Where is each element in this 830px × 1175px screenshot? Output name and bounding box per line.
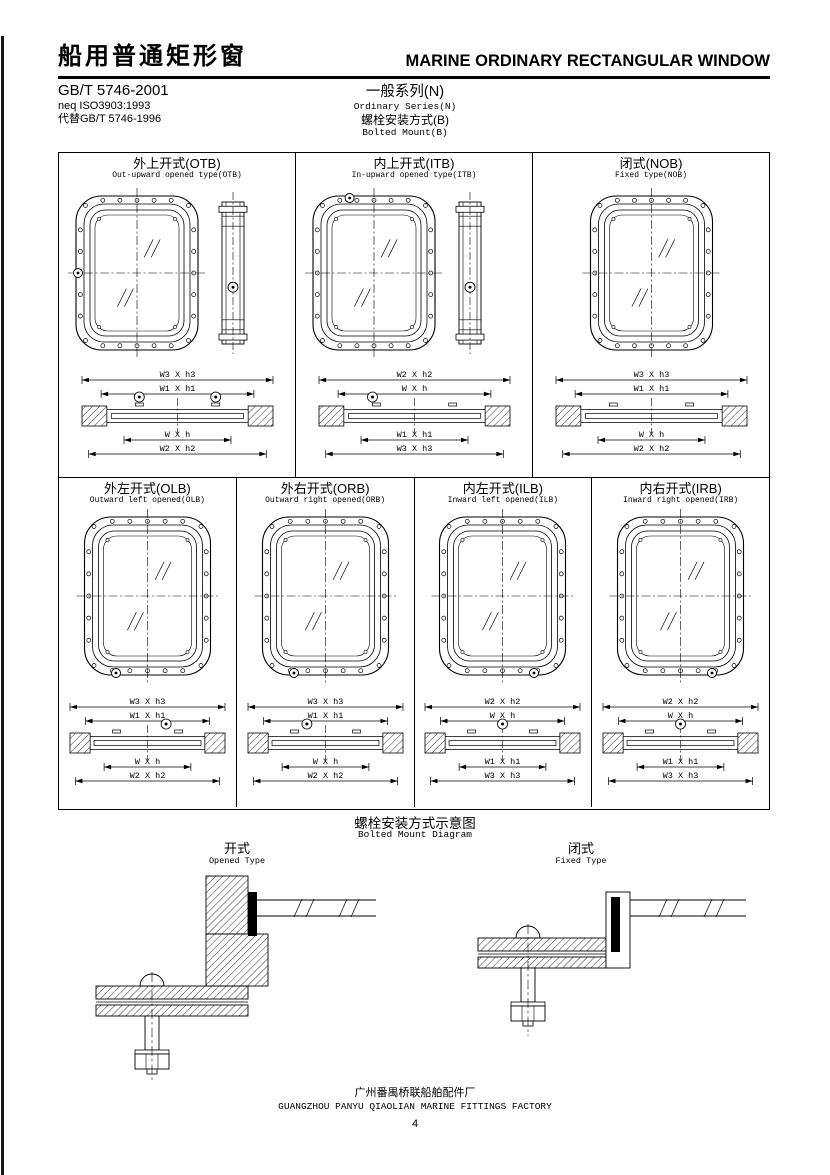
panel-title-zh: 闭式(NOB) [619, 156, 683, 171]
svg-text:W1 X h1: W1 X h1 [130, 711, 166, 721]
svg-text:W3 X h3: W3 X h3 [663, 771, 699, 781]
panel-title-en: Inward right opened(IRB) [623, 496, 739, 505]
svg-text:W3 X h3: W3 X h3 [130, 697, 166, 707]
svg-text:W1 X h1: W1 X h1 [485, 757, 521, 767]
window-drawing-ilb: W2 X h2 W X h W1 X h1 W3 X h3 [424, 509, 581, 785]
panel-title-zh: 外右开式(ORB) [280, 481, 370, 496]
svg-text:W3 X h3: W3 X h3 [307, 697, 343, 707]
standard-equivalence: neq ISO3903:1993 [58, 99, 151, 112]
panel-otb: 外上开式(OTB) Out-upward opened type(OTB) W3… [59, 153, 296, 477]
svg-text:W X h: W X h [490, 711, 516, 721]
svg-text:W3 X h3: W3 X h3 [485, 771, 521, 781]
svg-text:W1 X h1: W1 X h1 [159, 384, 195, 394]
svg-text:W2 X h2: W2 X h2 [307, 771, 343, 781]
standard-replaces: 代替GB/T 5746-1996 [58, 112, 162, 125]
svg-text:W X h: W X h [668, 711, 694, 721]
panel-title-en: Fixed type(NOB) [614, 171, 687, 180]
svg-text:W2 X h2: W2 X h2 [159, 444, 195, 454]
svg-text:W3 X h3: W3 X h3 [159, 370, 195, 380]
svg-text:W1 X h1: W1 X h1 [633, 384, 669, 394]
page-title-zh: 船用普通矩形窗 [58, 43, 247, 70]
series-block: 一般系列(N) Ordinary Series(N) 螺栓安装方式(B) Bol… [295, 84, 515, 139]
mount-label-opened-en: Opened Type [208, 855, 266, 866]
page-number: 4 [411, 1117, 419, 1130]
window-drawing-irb: W2 X h2 W X h W1 X h1 W3 X h3 [602, 509, 759, 785]
panel-orb: 外右开式(ORB) Outward right opened(ORB) W3 X… [237, 478, 415, 807]
window-types-row-1: 外上开式(OTB) Out-upward opened type(OTB) W3… [59, 153, 769, 478]
footer-factory-en: GUANGZHOU PANYU QIAOLIAN MARINE FITTINGS… [278, 1100, 552, 1112]
panel-title-zh: 内右开式(IRB) [639, 481, 722, 496]
scan-edge-artifact [1, 36, 4, 1175]
mount-label-fixed-en: Fixed Type [555, 855, 607, 866]
panel-irb: 内右开式(IRB) Inward right opened(IRB) W2 X … [592, 478, 769, 807]
panel-nob: 闭式(NOB) Fixed type(NOB) W3 X h3 W1 X h1 W … [533, 153, 769, 477]
svg-text:W2 X h2: W2 X h2 [130, 771, 166, 781]
series-name-zh: 一般系列(N) [365, 84, 445, 100]
svg-text:W1 X h1: W1 X h1 [396, 430, 432, 440]
series-name-en: Ordinary Series(N) [353, 101, 457, 113]
panel-title-zh: 外左开式(OLB) [104, 481, 191, 496]
mount-label-opened-zh: 开式 [223, 841, 250, 856]
window-types-table: 外上开式(OTB) Out-upward opened type(OTB) W3… [58, 152, 770, 810]
svg-text:W3 X h3: W3 X h3 [396, 444, 432, 454]
standard-block: GB/T 5746-2001 neq ISO3903:1993 代替GB/T 5… [58, 82, 169, 126]
panel-title-en: Inward left opened(ILB) [447, 496, 559, 505]
panel-title-zh: 内上开式(ITB) [373, 156, 455, 171]
svg-text:W X h: W X h [401, 384, 427, 394]
panel-title-zh: 内左开式(ILB) [462, 481, 543, 496]
svg-text:W2 X h2: W2 X h2 [633, 444, 669, 454]
svg-text:W2 X h2: W2 X h2 [663, 697, 699, 707]
panel-ilb: 内左开式(ILB) Inward left opened(ILB) W2 X h… [415, 478, 593, 807]
svg-text:W3 X h3: W3 X h3 [633, 370, 669, 380]
panel-title-en: Out-upward opened type(OTB) [112, 171, 242, 180]
mount-diagram-title-zh: 螺栓安装方式示意图 [354, 816, 476, 831]
footer-factory-zh: 广州番禺桥联船舶配件厂 [354, 1087, 476, 1099]
svg-text:W X h: W X h [164, 430, 190, 440]
svg-text:W X h: W X h [312, 757, 338, 767]
standard-code: GB/T 5746-2001 [58, 82, 169, 99]
mount-label-fixed-zh: 闭式 [567, 841, 594, 856]
svg-text:W X h: W X h [135, 757, 161, 767]
svg-text:W2 X h2: W2 X h2 [485, 697, 521, 707]
panel-olb: 外左开式(OLB) Outward left opened(OLB) W3 X … [59, 478, 237, 807]
panel-title-en: Outward right opened(ORB) [265, 496, 386, 505]
panel-title-zh: 外上开式(OTB) [133, 156, 221, 171]
window-drawing-otb: W3 X h3 W1 X h1 W X h W2 X h2 [67, 188, 273, 458]
window-drawing-nob: W3 X h3 W1 X h1 W X h W2 X h2 [555, 188, 747, 458]
mount-label-fixed: 闭式 Fixed Type [516, 841, 646, 867]
svg-text:W2 X h2: W2 X h2 [396, 370, 432, 380]
panel-title-en: In-upward opened type(ITB) [351, 171, 477, 180]
mount-type-en: Bolted Mount(B) [362, 127, 448, 139]
mount-type-zh: 螺栓安装方式(B) [361, 112, 449, 127]
window-types-row-2: 外左开式(OLB) Outward left opened(OLB) W3 X … [59, 478, 769, 807]
window-drawing-orb: W3 X h3 W1 X h1 W X h W2 X h2 [247, 509, 404, 785]
window-drawing-itb: W2 X h2 W X h W1 X h1 W3 X h3 [304, 188, 510, 458]
svg-text:W X h: W X h [638, 430, 664, 440]
mount-diagram-title-en: Bolted Mount Diagram [357, 829, 473, 840]
page-title-en: MARINE ORDINARY RECTANGULAR WINDOW [405, 52, 770, 70]
page-header: 船用普通矩形窗 MARINE ORDINARY RECTANGULAR WIND… [58, 36, 770, 79]
svg-text:W1 X h1: W1 X h1 [307, 711, 343, 721]
panel-itb: 内上开式(ITB) In-upward opened type(ITB) W2 … [296, 153, 533, 477]
panel-title-en: Outward left opened(OLB) [89, 496, 205, 505]
mount-label-opened: 开式 Opened Type [172, 841, 302, 867]
svg-text:W1 X h1: W1 X h1 [663, 757, 699, 767]
page-footer: 广州番禺桥联船舶配件厂 GUANGZHOU PANYU QIAOLIAN MAR… [0, 1086, 830, 1132]
window-drawing-olb: W3 X h3 W1 X h1 W X h W2 X h2 [69, 509, 226, 785]
mount-diagram-drawing [95, 875, 746, 1082]
